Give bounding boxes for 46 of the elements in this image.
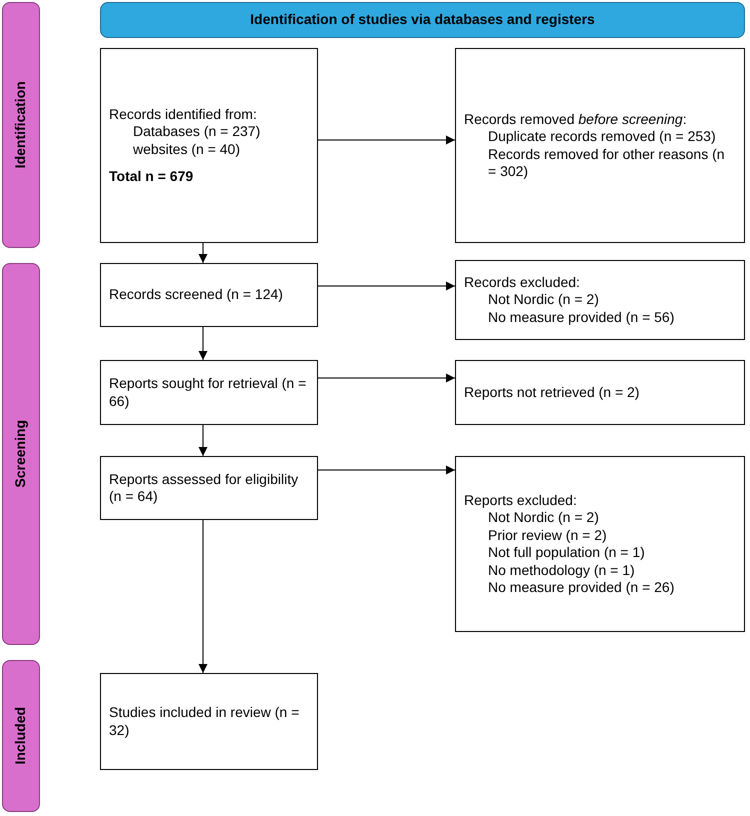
box-item: websites (n = 40) xyxy=(132,140,241,158)
arrow xyxy=(198,242,208,264)
phase-label: Identification xyxy=(12,81,30,169)
phase-label: Included xyxy=(12,707,30,765)
box-text: Reports sought for retrieval (n = 66) xyxy=(109,375,308,410)
box-item: No measure provided (n = 26) xyxy=(487,579,676,596)
box-item: Databases (n = 237) xyxy=(132,123,262,140)
box-item: No methodology (n = 1) xyxy=(487,562,636,579)
box-text: Records identified from: xyxy=(109,106,258,123)
box-item: Prior review (n = 2) xyxy=(487,526,608,544)
arrow xyxy=(198,424,208,456)
box-item: Duplicate records removed (n = 253) xyxy=(487,128,717,146)
banner-title: Identification of studies via databases and registers xyxy=(250,11,595,29)
process-box xyxy=(100,673,318,770)
process-box xyxy=(100,456,318,520)
arrow xyxy=(318,282,456,290)
box-item: Not Nordic (n = 2) xyxy=(487,509,600,526)
box-item: Total n = 679 xyxy=(109,168,194,186)
section-banner xyxy=(100,2,745,38)
process-box xyxy=(455,260,745,340)
box-text: Records excluded: xyxy=(464,274,581,292)
process-box xyxy=(100,48,318,243)
phase-band xyxy=(2,263,40,645)
box-item: No measure provided (n = 56) xyxy=(487,308,676,326)
box-text: Reports assessed for eligibility (n = 64) xyxy=(109,470,300,506)
box-text: Studies included in review (n = 32) xyxy=(109,704,300,739)
box-text: Records screened (n = 124) xyxy=(109,286,284,304)
arrow xyxy=(198,520,208,674)
box-item: Not full population (n = 1) xyxy=(487,544,646,562)
process-box xyxy=(100,263,318,327)
process-box xyxy=(455,48,745,243)
phase-band xyxy=(2,660,40,812)
box-text: Reports excluded: xyxy=(464,492,578,509)
arrow xyxy=(318,374,456,382)
arrow xyxy=(198,326,208,360)
box-text: Reports not retrieved (n = 2) xyxy=(464,384,640,402)
process-box xyxy=(455,360,745,425)
box-text: Records removed before screening: xyxy=(464,110,688,128)
box-item: Records removed for other reasons (n = 302) xyxy=(487,146,726,180)
process-box xyxy=(100,360,318,425)
arrow xyxy=(318,136,456,144)
phase-band xyxy=(2,2,40,248)
process-box xyxy=(455,456,745,632)
phase-label: Screening xyxy=(12,420,30,488)
box-item: Not Nordic (n = 2) xyxy=(487,291,600,309)
arrow xyxy=(318,466,456,474)
